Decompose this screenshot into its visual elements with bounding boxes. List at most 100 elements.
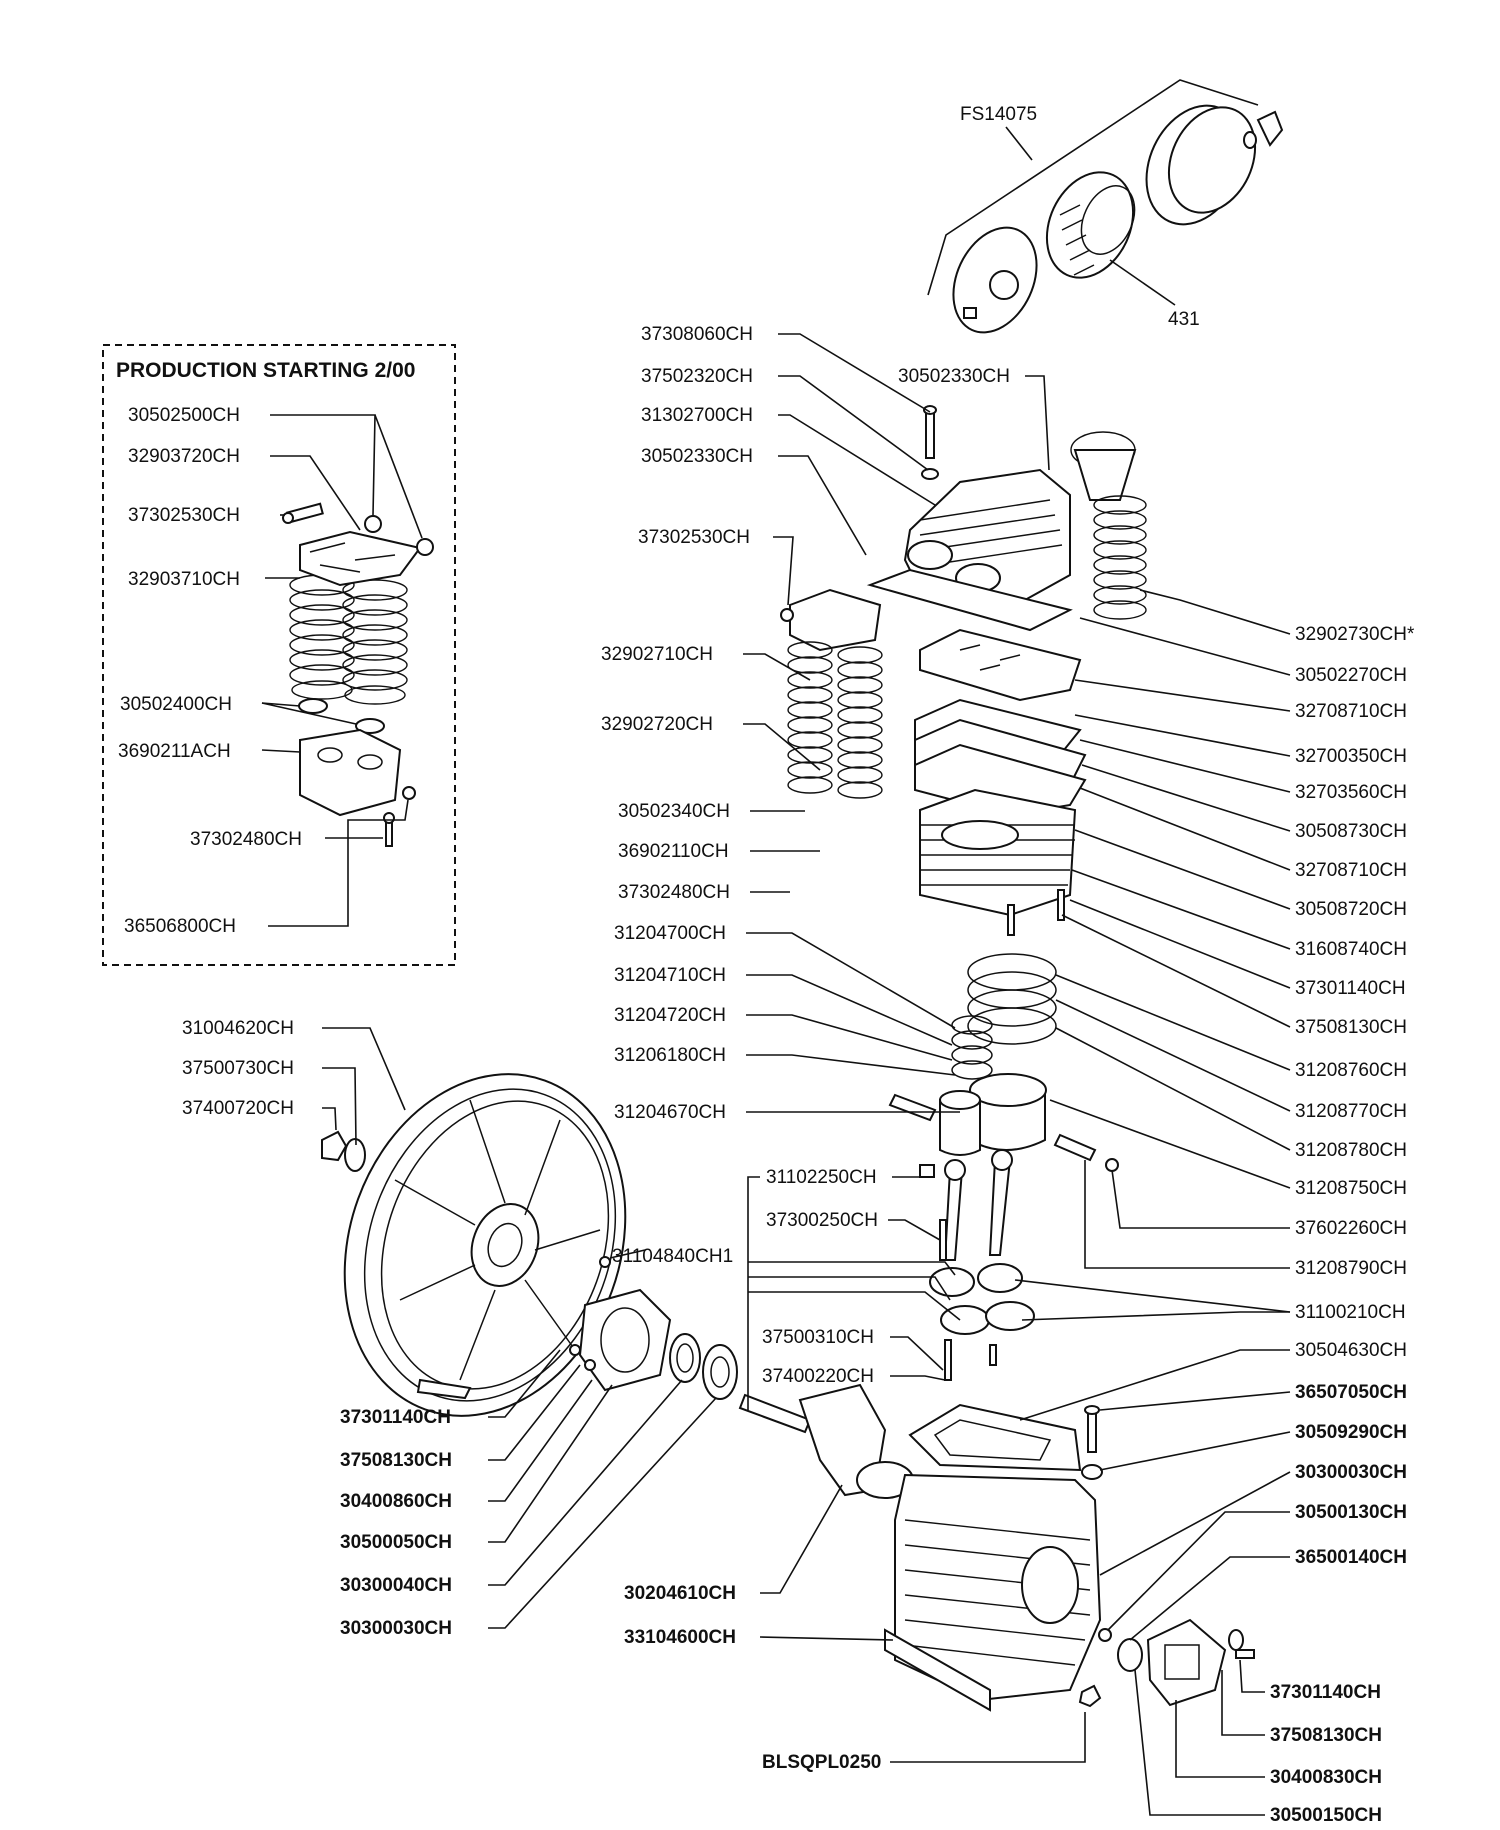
label-fs14075: FS14075 xyxy=(960,104,1037,125)
inset-label-36506800: 36506800CH xyxy=(124,916,236,937)
filter-bracket-line xyxy=(927,79,1259,296)
label-31206180: 31206180CH xyxy=(614,1045,726,1066)
inset-label-3690211A: 3690211ACH xyxy=(118,741,231,762)
label-30502340: 30502340CH xyxy=(618,801,730,822)
piston-rings xyxy=(967,953,1057,1045)
crankcase-cover-bolt xyxy=(1081,1405,1103,1480)
part-labels: 37308060CH 37502320CH 31302700CH 3050233… xyxy=(182,324,1415,1826)
label-BLSQPL0250: BLSQPL0250 xyxy=(762,1752,881,1773)
bearing-housing xyxy=(569,1256,672,1392)
label-31204670: 31204670CH xyxy=(614,1102,726,1123)
air-filter-assembly xyxy=(927,79,1284,334)
inset-head-assembly xyxy=(282,502,434,847)
head-bolt xyxy=(921,405,939,480)
label-32708710-b: 32708710CH xyxy=(1295,860,1407,881)
label-37302530: 37302530CH xyxy=(638,527,750,548)
label-31204710: 31204710CH xyxy=(614,965,726,986)
inset-manifold-top xyxy=(299,530,422,587)
label-31208790: 31208790CH xyxy=(1295,1258,1407,1279)
label-30204610: 30204610CH xyxy=(624,1583,736,1604)
label-33104600: 33104600CH xyxy=(624,1627,736,1648)
gaskets-and-plates xyxy=(866,568,1087,817)
label-37508130-bottom: 37508130CH xyxy=(1270,1725,1382,1746)
flywheel xyxy=(343,1073,627,1417)
side-bearing-cover xyxy=(1098,1618,1255,1707)
label-30500050: 30500050CH xyxy=(340,1532,452,1553)
label-37508130-left: 37508130CH xyxy=(340,1450,452,1471)
production-inset: PRODUCTION STARTING 2/00 30502500CH 3290… xyxy=(102,344,456,966)
inset-title: PRODUCTION STARTING 2/00 xyxy=(116,359,415,382)
small-piston-rings xyxy=(951,1015,993,1080)
label-30300040: 30300040CH xyxy=(340,1575,452,1596)
filter-element-icon xyxy=(1045,171,1136,279)
wrist-pins xyxy=(888,1093,1119,1172)
label-31104840CH1: 31104840CH1 xyxy=(612,1246,733,1267)
label-37508130-right: 37508130CH xyxy=(1295,1017,1407,1038)
inset-oring-top-1 xyxy=(364,515,382,533)
connecting-rods xyxy=(919,1149,1035,1381)
wing-nut-icon xyxy=(1256,110,1284,147)
label-37301140-right: 37301140CH xyxy=(1295,978,1406,999)
label-31208760: 31208760CH xyxy=(1295,1060,1407,1081)
left-intercooler-tubes xyxy=(780,588,883,799)
label-31608740: 31608740CH xyxy=(1295,939,1407,960)
flywheel-nut-washer xyxy=(321,1130,366,1172)
label-37500730: 37500730CH xyxy=(182,1058,294,1079)
crankshaft xyxy=(738,1383,914,1499)
inset-cylinder-fins-left xyxy=(289,574,355,700)
label-31302700: 31302700CH xyxy=(641,405,753,426)
inset-bolt xyxy=(282,502,324,524)
label-32708710-a: 32708710CH xyxy=(1295,701,1407,722)
label-30508730: 30508730CH xyxy=(1295,821,1407,842)
label-30502330-top: 30502330CH xyxy=(898,366,1010,387)
label-30500150: 30500150CH xyxy=(1270,1805,1382,1826)
inset-label-30502500: 30502500CH xyxy=(128,405,240,426)
inset-screw xyxy=(383,812,395,847)
drain-plug xyxy=(1078,1684,1102,1708)
label-36507050: 36507050CH xyxy=(1295,1382,1407,1403)
label-37602260: 37602260CH xyxy=(1295,1218,1407,1239)
inset-oring-top-2 xyxy=(416,538,434,556)
label-37308060: 37308060CH xyxy=(641,324,753,345)
label-32902720: 32902720CH xyxy=(601,714,713,735)
label-31100210: 31100210CH xyxy=(1295,1302,1406,1323)
small-piston xyxy=(939,1090,981,1156)
crank-bearings xyxy=(669,1333,738,1400)
label-32703560: 32703560CH xyxy=(1295,782,1407,803)
label-31208780: 31208780CH xyxy=(1295,1140,1407,1161)
inset-label-32903720: 32903720CH xyxy=(128,446,240,467)
right-intercooler-tube xyxy=(1070,431,1147,620)
inset-label-30502400: 30502400CH xyxy=(120,694,232,715)
label-31204720: 31204720CH xyxy=(614,1005,726,1026)
inset-label-37302480: 37302480CH xyxy=(190,829,302,850)
label-31208770: 31208770CH xyxy=(1295,1101,1407,1122)
label-37400220: 37400220CH xyxy=(762,1366,874,1387)
label-31004620: 31004620CH xyxy=(182,1018,294,1039)
label-37302480: 37302480CH xyxy=(618,882,730,903)
inset-nut xyxy=(402,786,416,800)
label-37500310: 37500310CH xyxy=(762,1327,874,1348)
label-31102250: 31102250CH xyxy=(766,1167,877,1188)
label-31204700: 31204700CH xyxy=(614,923,726,944)
label-32902710: 32902710CH xyxy=(601,644,713,665)
label-36500140: 36500140CH xyxy=(1295,1547,1407,1568)
label-37400720: 37400720CH xyxy=(182,1098,294,1119)
inset-valve-plate xyxy=(299,728,402,817)
cylinder-block xyxy=(919,788,1077,936)
label-30300030-right: 30300030CH xyxy=(1295,1462,1407,1483)
label-36902110: 36902110CH xyxy=(618,841,729,862)
inset-label-37302530: 37302530CH xyxy=(128,505,240,526)
label-30504630: 30504630CH xyxy=(1295,1340,1407,1361)
label-30400860: 30400860CH xyxy=(340,1491,452,1512)
label-431: 431 xyxy=(1168,309,1200,330)
filter-washer-icon xyxy=(1243,131,1257,149)
inset-leader-lines xyxy=(261,414,423,927)
inset-cylinder-fins-right xyxy=(342,579,408,705)
filter-base-icon xyxy=(952,226,1038,334)
large-piston xyxy=(969,1073,1047,1151)
label-32700350: 32700350CH xyxy=(1295,746,1407,767)
filter-cover-icon xyxy=(1145,104,1257,226)
label-32902730-star: 32902730CH* xyxy=(1295,624,1415,645)
inset-label-32903710: 32903710CH xyxy=(128,569,240,590)
